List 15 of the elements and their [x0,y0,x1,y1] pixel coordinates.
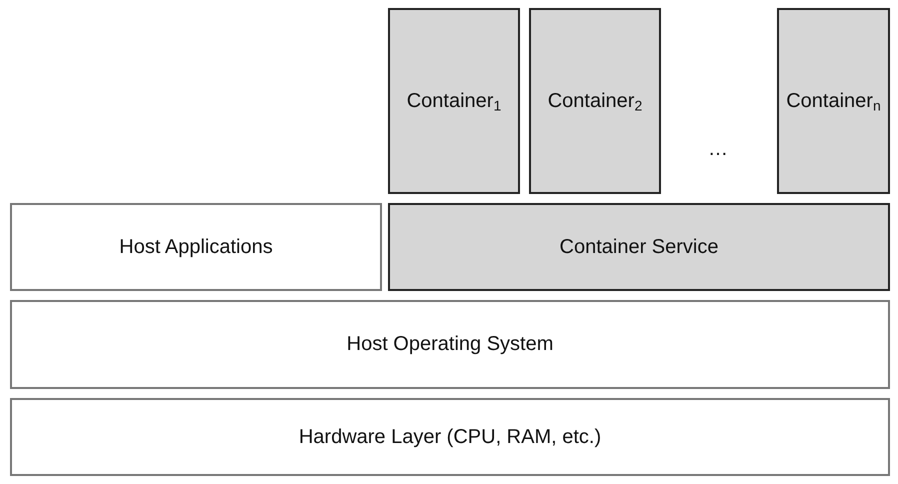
box-label: Host Applications [119,236,273,258]
layer-box [10,300,890,389]
box-label: Hardware Layer (CPU, RAM, etc.) [298,426,602,448]
layer-box [10,203,382,291]
container-box [529,8,661,194]
box-label: Container$_{n}$ [786,90,881,112]
box-label: Container$_{2}$ [548,90,642,112]
box-label: Container$_{1}$ [406,90,502,112]
ellipsis: … [708,138,728,161]
container-box [777,8,890,194]
layer-box [388,203,890,291]
container-box [388,8,520,194]
layer-box [10,398,890,476]
box-label: Container Service [560,236,718,258]
box-label: Host Operating System [346,333,554,356]
